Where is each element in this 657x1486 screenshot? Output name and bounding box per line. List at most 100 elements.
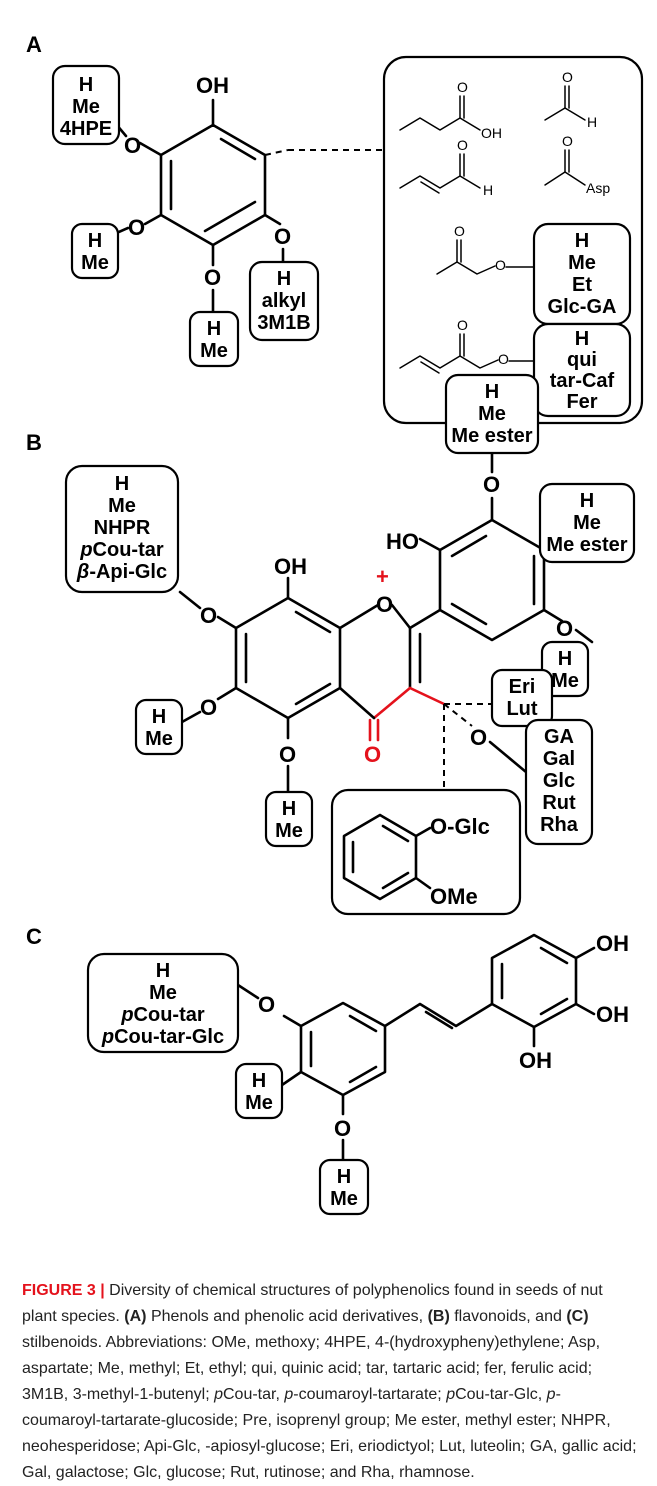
atom-ome-b: OMe	[430, 884, 478, 909]
box-b-mid: H Me	[134, 698, 184, 756]
box-a-ester2: H qui tar-Caf Fer	[532, 322, 632, 418]
svg-text:4HPE: 4HPE	[60, 118, 112, 140]
atom-o-b6: O	[556, 616, 573, 641]
svg-text:Me: Me	[573, 512, 601, 534]
panel-a-structure: OH O O O O	[104, 73, 384, 314]
svg-text:H: H	[252, 1070, 266, 1092]
atom-o-b1: O	[200, 603, 217, 628]
svg-text:H: H	[337, 1166, 351, 1188]
atom-oh-b: OH	[274, 554, 307, 579]
svg-text:H: H	[152, 706, 166, 728]
svg-text:Me: Me	[245, 1092, 273, 1114]
svg-text:H: H	[156, 960, 170, 982]
svg-text:Glc: Glc	[543, 770, 575, 792]
svg-text:GA: GA	[544, 726, 574, 748]
svg-text:H: H	[587, 114, 597, 130]
svg-text:Me: Me	[330, 1188, 358, 1210]
svg-text:O: O	[495, 257, 506, 273]
svg-text:pCou-tar: pCou-tar	[120, 1004, 205, 1026]
svg-text:O: O	[457, 137, 468, 153]
atom-o-c1: O	[258, 992, 275, 1017]
svg-text:O: O	[562, 133, 573, 149]
svg-text:Me: Me	[478, 403, 506, 425]
svg-text:O: O	[498, 351, 509, 367]
svg-text:H: H	[282, 798, 296, 820]
box-a-4hpe: H Me 4HPE	[51, 64, 121, 146]
atom-oh-c2: OH	[596, 1002, 629, 1027]
svg-text:Asp: Asp	[586, 180, 610, 196]
svg-text:H: H	[79, 74, 93, 96]
box-b-eri-lut: Eri Lut	[490, 668, 554, 728]
svg-text:Me: Me	[108, 495, 136, 517]
svg-text:H: H	[580, 490, 594, 512]
svg-text:Eri: Eri	[509, 676, 536, 698]
panel-c-structure: O O OH OH OH	[236, 931, 629, 1162]
svg-text:O: O	[562, 69, 573, 85]
svg-text:H: H	[485, 381, 499, 403]
svg-text:Fer: Fer	[566, 391, 597, 413]
atom-o-b2: O	[200, 695, 217, 720]
svg-text:H: H	[483, 182, 493, 198]
box-b-left: H Me NHPR pCou-tar β-Api-Glc	[64, 464, 180, 594]
caption-intro: Diversity of chemical structures of poly…	[22, 1282, 603, 1325]
svg-text:Lut: Lut	[506, 698, 537, 720]
box-b-bottom: H Me	[264, 790, 314, 848]
svg-text:Me: Me	[81, 252, 109, 274]
atom-o-b4: O	[483, 472, 500, 497]
box-a-me-bottom: H Me	[188, 310, 240, 368]
atom-o-plus: O	[376, 592, 393, 617]
svg-text:Me: Me	[551, 670, 579, 692]
svg-text:3M1B: 3M1B	[257, 312, 310, 334]
panel-b-structure: O O + OH O O O HO O O	[178, 452, 594, 794]
svg-text:O: O	[457, 79, 468, 95]
svg-text:H: H	[575, 230, 589, 252]
svg-text:β-Api-Glc: β-Api-Glc	[76, 561, 167, 583]
svg-text:H: H	[277, 268, 291, 290]
box-b-glucoside-ring: O-Glc OMe	[330, 788, 522, 916]
atom-o-a3: O	[204, 265, 221, 290]
svg-text:pCou-tar: pCou-tar	[79, 539, 164, 561]
atom-ho-b: HO	[386, 529, 419, 554]
svg-text:Me: Me	[200, 340, 228, 362]
svg-text:tar-Caf: tar-Caf	[550, 370, 615, 392]
svg-text:H: H	[558, 648, 572, 670]
box-b-sugars: GA Gal Glc Rut Rha	[524, 718, 594, 846]
atom-oh-a: OH	[196, 73, 229, 98]
atom-oh-c3: OH	[519, 1048, 552, 1073]
caption-a-text: Phenols and phenolic acid derivatives,	[146, 1308, 428, 1325]
svg-text:pCou-tar-Glc: pCou-tar-Glc	[101, 1026, 224, 1048]
svg-text:Me ester: Me ester	[546, 534, 627, 556]
caption-label: FIGURE 3 |	[22, 1282, 105, 1299]
atom-oh-c1: OH	[596, 931, 629, 956]
atom-o-glc: O-Glc	[430, 814, 490, 839]
svg-text:Me: Me	[275, 820, 303, 842]
box-a-alkyl: H alkyl 3M1B	[248, 260, 320, 342]
caption-c: (C)	[566, 1308, 589, 1325]
caption-p3: p	[446, 1386, 456, 1403]
svg-text:Rha: Rha	[540, 814, 579, 836]
atom-carbonyl-o: O	[364, 742, 381, 767]
atom-plus: +	[376, 564, 389, 589]
caption-c-text: stilbenoids. Abbreviations: OMe, methoxy…	[22, 1334, 601, 1403]
box-b-right: H Me Me ester	[538, 482, 636, 564]
panel-label-b: B	[26, 430, 42, 455]
caption-p2: p	[284, 1386, 294, 1403]
svg-text:NHPR: NHPR	[94, 517, 151, 539]
svg-text:alkyl: alkyl	[262, 290, 306, 312]
svg-text:H: H	[115, 473, 129, 495]
atom-o-b3: O	[279, 742, 296, 767]
panel-label-a: A	[26, 32, 42, 57]
svg-text:Glc-GA: Glc-GA	[548, 296, 617, 318]
figure-caption: FIGURE 3 | Diversity of chemical structu…	[22, 1278, 638, 1486]
box-c-left: H Me pCou-tar pCou-tar-Glc	[86, 952, 240, 1054]
box-b-top: H Me Me ester	[444, 373, 540, 455]
svg-text:Me: Me	[568, 252, 596, 274]
caption-p1: p	[214, 1386, 223, 1403]
caption-a: (A)	[124, 1308, 147, 1325]
svg-text:H: H	[207, 318, 221, 340]
caption-b-text: flavonoids, and	[449, 1308, 567, 1325]
panel-label-c: C	[26, 924, 42, 949]
svg-text:H: H	[575, 328, 589, 350]
box-c-mid: H Me	[234, 1062, 284, 1120]
